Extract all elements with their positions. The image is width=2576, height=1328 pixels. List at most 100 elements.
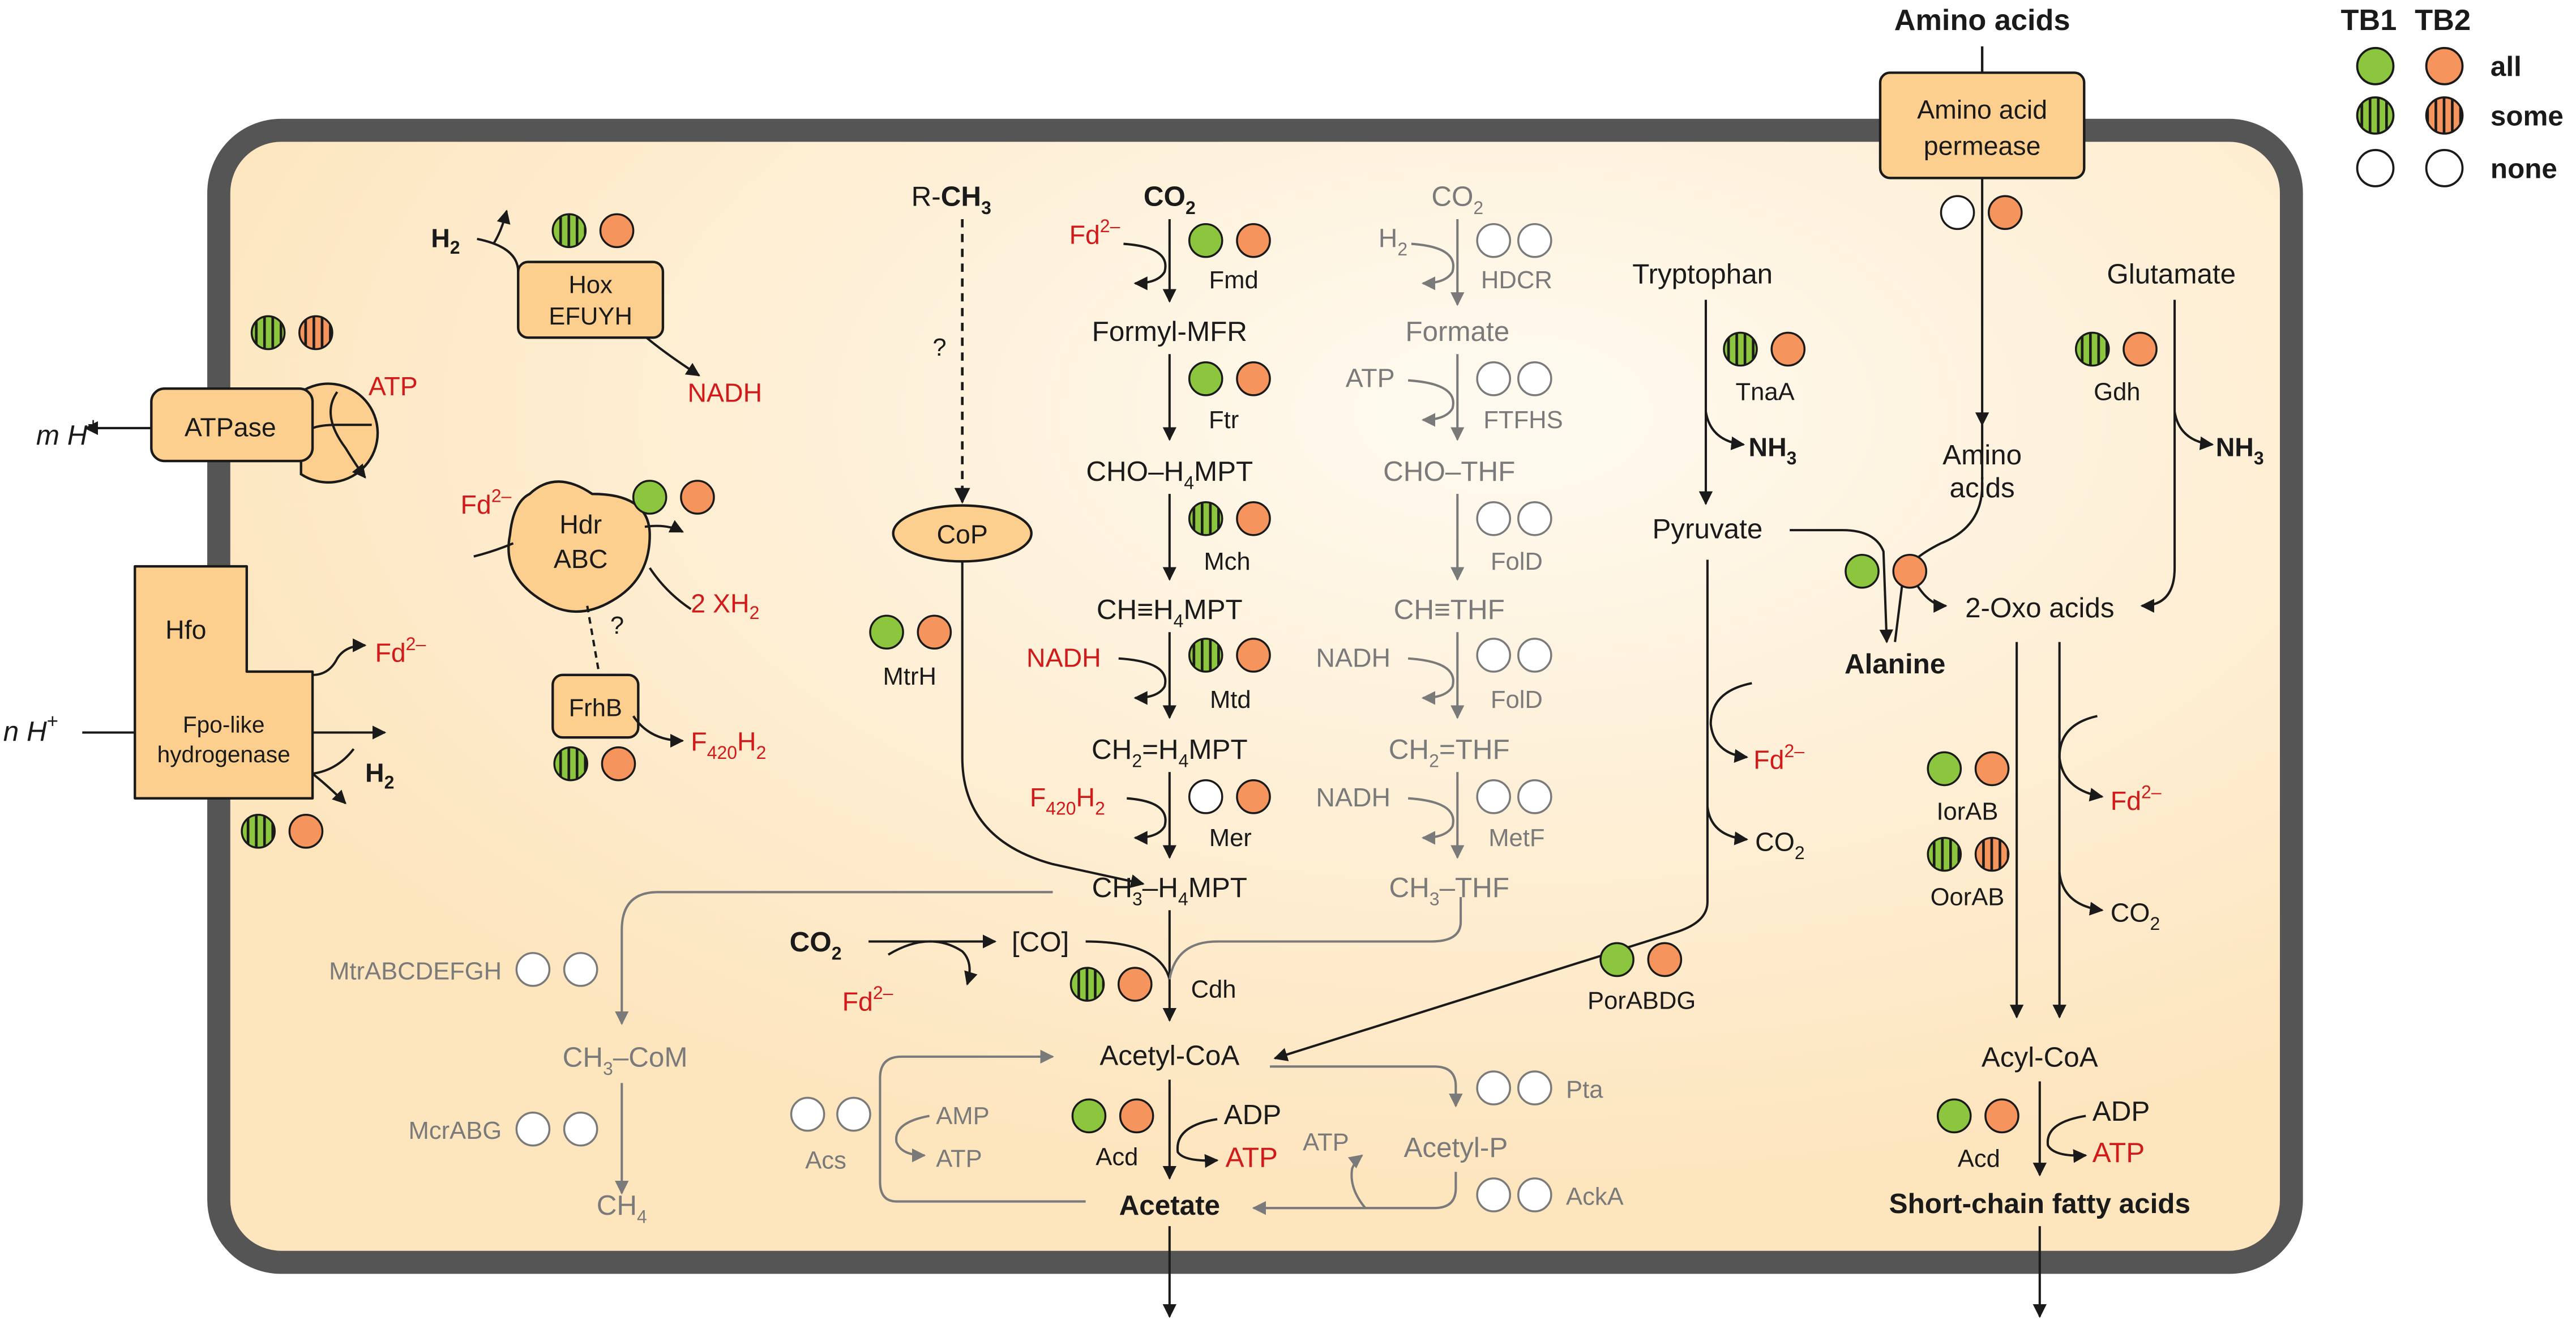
presence-indicator: [1476, 223, 1511, 258]
presence-indicator: [250, 315, 286, 351]
ior-co2: CO2: [2111, 898, 2160, 934]
ch2-h4mpt: CH2=H4MPT: [1092, 734, 1248, 771]
presence-indicator: [599, 213, 635, 249]
acd-atp-wl: ATP: [1226, 1142, 1278, 1173]
rch3-question: ?: [932, 334, 946, 361]
ior-fd: Fd2–: [2111, 782, 2162, 815]
alanine: Alanine: [1845, 648, 1945, 680]
presence-indicator: [1236, 223, 1271, 258]
acd-atp-right: ATP: [2093, 1137, 2145, 1168]
ch4-label: CH4: [597, 1190, 647, 1227]
presence-indicator: [515, 952, 551, 987]
presence-indicator: [1517, 361, 1552, 396]
presence-indicator: [1723, 331, 1758, 367]
acyl-coa: Acyl-CoA: [1982, 1041, 2098, 1073]
mtd-label: Mtd: [1210, 686, 1251, 714]
iorAB-label: IorAB: [1936, 798, 1998, 825]
presence-indicator: [2425, 46, 2464, 86]
ch3-thf: CH3–THF: [1389, 872, 1509, 909]
fpo-label-1: Fpo-like: [183, 711, 265, 737]
legend-tb1: TB1: [2341, 4, 2397, 37]
hdr-label-1: Hdr: [559, 510, 602, 539]
legend-all: all: [2491, 51, 2522, 82]
pyruvate: Pyruvate: [1652, 514, 1762, 545]
presence-indicator: [563, 1111, 598, 1147]
thf-co2: CO2: [1431, 181, 1483, 219]
hox-label-2: EFUYH: [549, 303, 632, 330]
por-co2: CO2: [1755, 827, 1804, 864]
atpase-box: [150, 387, 314, 463]
mtd-nadh: NADH: [1026, 643, 1101, 672]
ftfhs-atp: ATP: [1346, 363, 1395, 392]
legend-tb2: TB2: [2415, 4, 2471, 37]
metf-label: MetF: [1488, 825, 1544, 852]
cop-label: CoP: [937, 519, 988, 549]
amino-acids-right-2: acids: [1949, 472, 2014, 503]
acs-amp: AMP: [936, 1103, 989, 1130]
presence-indicator: [601, 746, 636, 782]
presence-indicator: [680, 480, 715, 515]
permease-label-1: Amino acid: [1917, 95, 2047, 125]
co2-top: CO2: [1144, 181, 1196, 219]
cho-thf: CHO–THF: [1383, 456, 1515, 487]
presence-indicator: [1892, 553, 1928, 589]
acd-adp-right: ADP: [2093, 1096, 2150, 1127]
presence-indicator: [1845, 553, 1880, 589]
tnaA-label: TnaA: [1736, 379, 1795, 406]
presence-indicator: [790, 1096, 825, 1132]
amino-acids-right-1: Amino: [1942, 439, 2022, 471]
presence-indicator: [1936, 1098, 1972, 1134]
presence-indicator: [298, 315, 333, 351]
presence-indicator: [1476, 779, 1511, 814]
frhb-f420h2: F420H2: [691, 727, 766, 763]
presence-indicator: [1984, 1098, 2019, 1134]
frhb-box: [551, 673, 640, 739]
presence-indicator: [2356, 149, 2395, 187]
pta-label: Pta: [1566, 1077, 1603, 1104]
porabdg-label: PorABDG: [1587, 988, 1696, 1015]
hfo-label: Hfo: [165, 615, 206, 644]
fold-label-1: FolD: [1491, 548, 1543, 575]
presence-indicator: [1069, 967, 1105, 1002]
ackA-atp: ATP: [1303, 1129, 1349, 1156]
presence-indicator: [1236, 638, 1271, 673]
thf-h2: H2: [1379, 223, 1407, 259]
presence-indicator: [2425, 96, 2464, 135]
presence-indicator: [1517, 1177, 1552, 1212]
acs-atp: ATP: [936, 1146, 982, 1173]
m-h-label: m H+: [36, 414, 99, 451]
formate: Formate: [1405, 316, 1509, 347]
oxo-acids: 2-Oxo acids: [1965, 592, 2114, 624]
permease-label-2: permease: [1924, 131, 2041, 161]
presence-indicator: [1770, 331, 1806, 367]
hdr-xh2: 2 XH2: [691, 588, 759, 623]
presence-indicator: [1476, 1177, 1511, 1212]
presence-indicator: [2123, 331, 2158, 367]
presence-indicator: [563, 952, 598, 987]
atpase-label: ATPase: [185, 412, 276, 442]
gdh-nh3: NH3: [2216, 432, 2264, 468]
presence-indicator: [241, 814, 276, 849]
presence-indicator: [1476, 1070, 1511, 1105]
presence-indicator: [1476, 361, 1511, 396]
legend-none: none: [2491, 153, 2557, 184]
presence-indicator: [1974, 836, 2010, 872]
presence-indicator: [515, 1111, 551, 1147]
presence-indicator: [288, 814, 324, 849]
ch2-thf: CH2=THF: [1389, 734, 1510, 771]
fold-nadh: NADH: [1316, 643, 1390, 672]
co-label: [CO]: [1012, 926, 1069, 958]
mer-f420h2: F420H2: [1030, 783, 1105, 819]
fmd-fd: Fd2–: [1069, 216, 1120, 249]
hox-box: [517, 261, 665, 339]
presence-indicator: [1119, 1098, 1154, 1134]
frhb-label: FrhB: [569, 694, 622, 721]
presence-indicator: [1647, 942, 1683, 977]
legend-some: some: [2491, 100, 2564, 131]
mtrh-label: MtrH: [883, 663, 936, 690]
ftfhs-label: FTFHS: [1483, 407, 1563, 434]
presence-indicator: [1188, 779, 1223, 814]
presence-indicator: [836, 1096, 871, 1132]
